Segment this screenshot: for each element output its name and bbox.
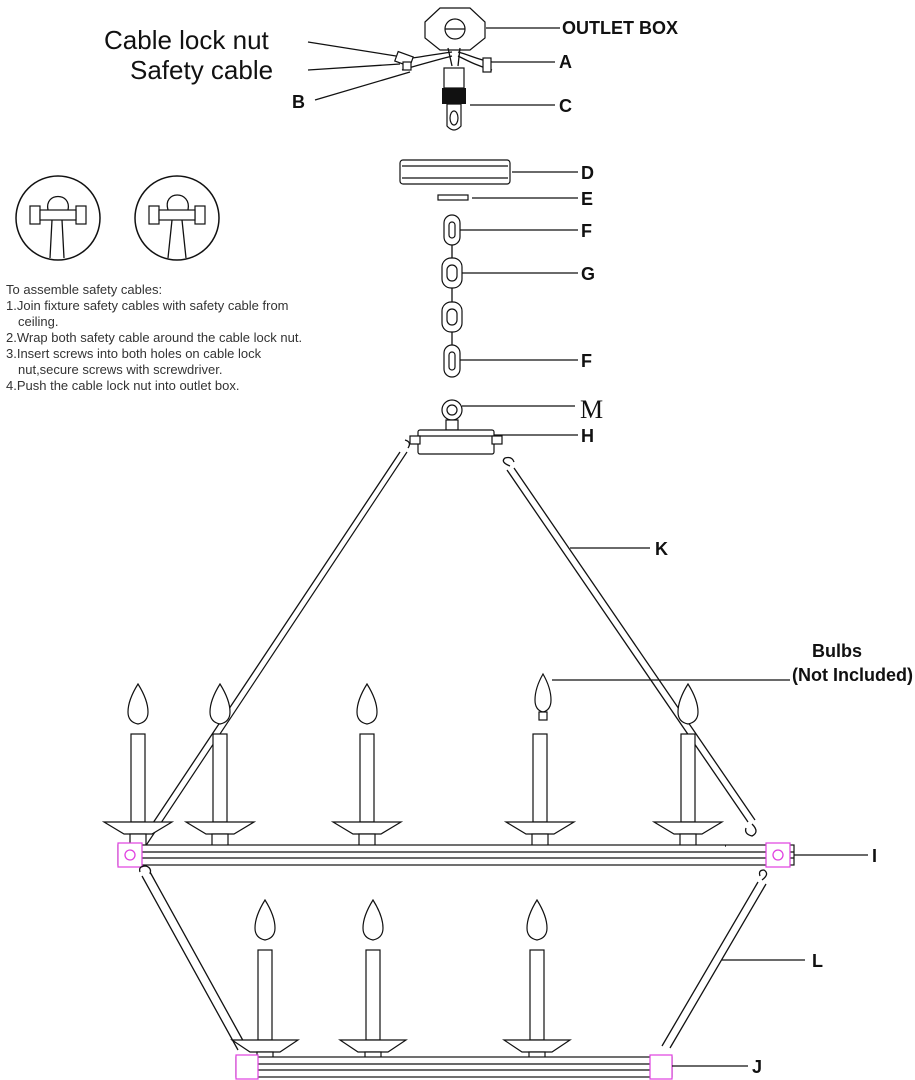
label-l: L [812,951,823,971]
label-cable-lock-nut: Cable lock nut [104,25,270,55]
label-e: E [581,189,593,209]
lower-candle-3 [502,898,572,1063]
label-m: M [580,395,603,424]
detail-circle-2 [134,175,220,261]
upper-candle-4 [503,733,577,847]
upper-candle-2 [183,682,257,847]
label-bulbs-line1: Bulbs [812,641,862,661]
upper-candles [101,682,725,847]
loop-m [441,399,463,431]
lower-candle-1 [230,898,300,1063]
instruction-step-1: 1.Join fixture safety cables with safety… [6,298,289,329]
arm-right-upper [502,456,757,837]
arm-left-upper [134,439,411,851]
label-d: D [581,163,594,183]
label-g: G [581,264,595,284]
ring-j [235,1054,673,1080]
instructions: To assemble safety cables: 1.Join fixtur… [6,282,316,394]
canopy-d [399,159,511,185]
lower-candles [230,898,572,1063]
instructions-title: To assemble safety cables: [6,282,163,297]
upper-candle-5 [651,682,725,847]
label-c: C [559,96,572,116]
hub-h [409,429,503,455]
label-a: A [559,52,572,72]
outlet-box [424,7,486,67]
arm-left-lower [138,865,247,1051]
label-bulbs-line2: (Not Included) [792,665,913,685]
bulb-loose [534,672,552,721]
label-safety-cable: Safety cable [130,55,273,85]
ring-i [117,842,795,868]
collar-e [437,194,469,201]
label-b: B [292,92,305,112]
instructions-steps: 1.Join fixture safety cables with safety… [6,298,316,394]
instruction-step-4: 4.Push the cable lock nut into outlet bo… [6,378,240,393]
wire-bundle [397,51,493,73]
arm-right-lower [661,869,768,1049]
label-f-top: F [581,221,592,241]
label-f-bottom: F [581,351,592,371]
label-outlet-box: OUTLET BOX [562,18,678,38]
cable-lock-nut [394,50,414,71]
instruction-step-3: 3.Insert screws into both holes on cable… [6,346,262,377]
detail-circle-1 [15,175,101,261]
label-k: K [655,539,668,559]
upper-candle-1 [101,682,175,847]
label-j: J [752,1057,762,1077]
label-h: H [581,426,594,446]
threaded-nipple-c [442,67,466,131]
label-i: I [872,846,877,866]
instruction-step-2: 2.Wrap both safety cable around the cabl… [6,330,303,345]
lower-candle-2 [338,898,408,1063]
chain [441,214,463,378]
upper-candle-3 [330,682,404,847]
